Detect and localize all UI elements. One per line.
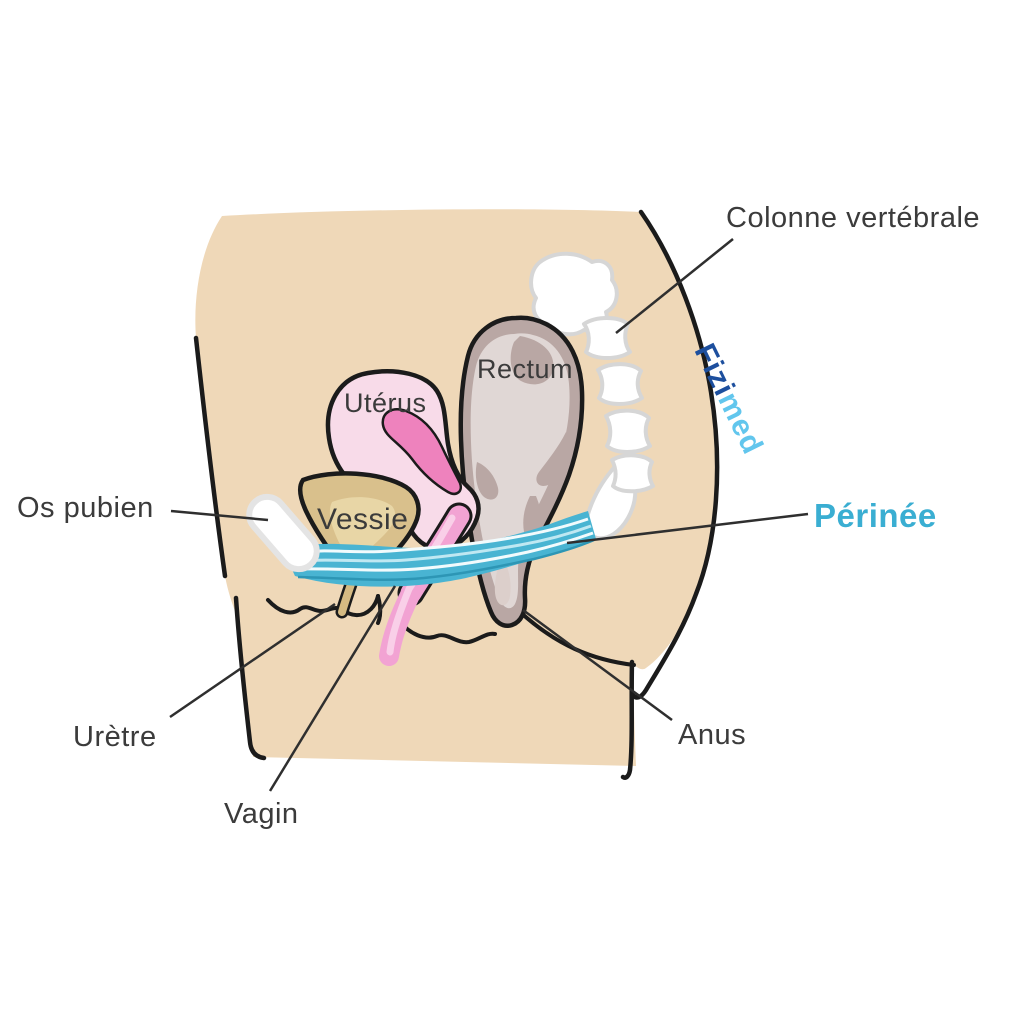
label-os-pubien: Os pubien [17,492,154,524]
label-rectum: Rectum [477,354,573,384]
leader-os-pubien [170,509,269,522]
perineum-stripe-4 [297,538,595,581]
vertebra-3 [596,362,644,406]
label-colonne-vertebrale: Colonne vertébrale [726,202,980,234]
label-vessie: Vessie [317,503,408,536]
uterus-body [325,369,481,552]
uterus-cavity [381,408,462,496]
leader-colonne-vertebrale [615,238,734,334]
uterus-shape [325,369,481,552]
rectum-fold-right [536,432,572,486]
body-outline-right [629,209,720,700]
leader-anus [522,608,673,722]
perineum-muscle [290,511,596,587]
perineum-stripe-1 [294,517,589,555]
label-uterus: Utérus [344,388,427,418]
pubic-bone [246,493,320,573]
perineum-stripe-2 [295,524,592,563]
leader-lines [169,238,809,792]
perineum-stripe-3 [296,531,594,572]
spine-vertebrae [529,251,655,541]
label-vagin: Vagin [224,798,299,830]
label-perinee: Périnée [814,497,937,534]
vulva-fold-left [266,594,380,618]
perineum-band [290,511,596,587]
vagina-highlight [386,514,456,656]
bladder-highlight [329,497,396,558]
vulva-fold-right [397,619,497,645]
rectum-fold-left [475,462,499,500]
label-uretre: Urètre [73,721,157,753]
watermark-part-light: med [711,387,769,460]
leader-uretre [169,602,336,719]
rectum-fold-top [510,336,554,385]
pubic-bone-shape [246,493,320,573]
vertebra-4 [604,408,652,454]
vertebra-5 [610,453,655,494]
leader-perinee [566,512,809,545]
label-anus: Anus [678,719,746,751]
body-outline-left [193,335,267,761]
leader-vagin [268,585,397,792]
vertebra-2 [582,316,632,360]
